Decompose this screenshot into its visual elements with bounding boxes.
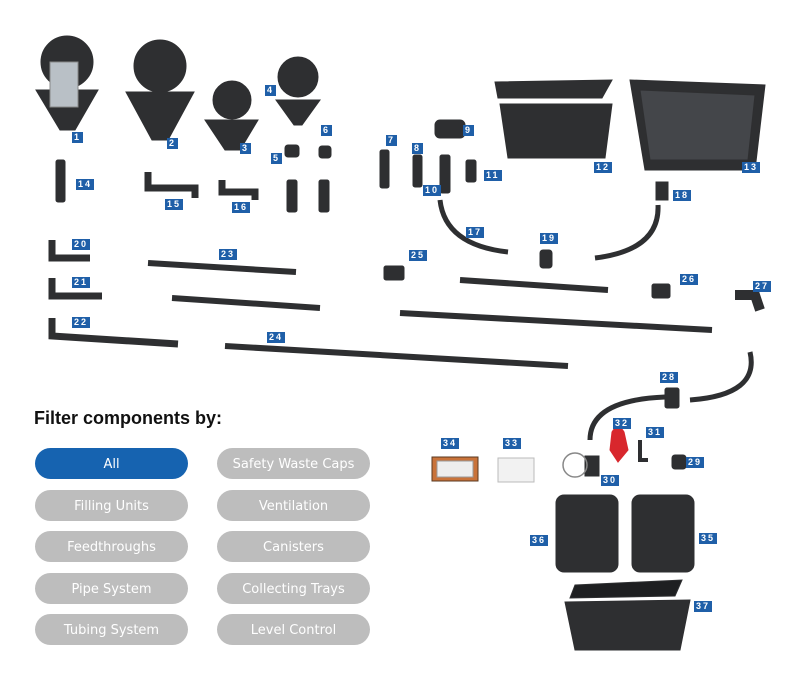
part-label-6[interactable]: 6 (321, 125, 333, 136)
part-label-33[interactable]: 33 (503, 438, 522, 449)
filter-button-feedthroughs[interactable]: Feedthroughs (35, 531, 188, 562)
part-label-37[interactable]: 37 (694, 601, 713, 612)
part-label-20[interactable]: 20 (72, 239, 91, 250)
part-label-13[interactable]: 13 (742, 162, 761, 173)
part-label-4[interactable]: 4 (265, 85, 277, 96)
part-label-17[interactable]: 17 (466, 227, 485, 238)
part-label-15[interactable]: 15 (165, 199, 184, 210)
part-label-26[interactable]: 26 (680, 274, 699, 285)
part-label-31[interactable]: 31 (646, 427, 665, 438)
part-label-8[interactable]: 8 (412, 143, 424, 154)
filter-button-canisters[interactable]: Canisters (217, 531, 370, 562)
part-label-1[interactable]: 1 (72, 132, 84, 143)
part-label-30[interactable]: 30 (601, 475, 620, 486)
part-label-21[interactable]: 21 (72, 277, 91, 288)
part-label-18[interactable]: 18 (673, 190, 692, 201)
part-3-lid (212, 80, 252, 120)
filter-button-safety-waste-caps[interactable]: Safety Waste Caps (217, 448, 370, 479)
part-label-23[interactable]: 23 (219, 249, 238, 260)
part-4-funnel (275, 99, 321, 126)
filter-button-ventilation[interactable]: Ventilation (217, 489, 370, 521)
filter-button-collecting-trays[interactable]: Collecting Trays (217, 572, 370, 604)
part-label-24[interactable]: 24 (267, 332, 286, 343)
part-label-34[interactable]: 34 (441, 438, 460, 449)
part-label-3[interactable]: 3 (240, 143, 252, 154)
part-label-16[interactable]: 16 (232, 202, 251, 213)
part-label-9[interactable]: 9 (463, 125, 475, 136)
part-label-35[interactable]: 35 (699, 533, 718, 544)
part-label-7[interactable]: 7 (386, 135, 398, 146)
part-2-funnel (125, 91, 195, 141)
part-label-27[interactable]: 27 (753, 281, 772, 292)
part-2-lid (133, 39, 187, 93)
part-label-32[interactable]: 32 (613, 418, 632, 429)
part-label-25[interactable]: 25 (409, 250, 428, 261)
part-label-22[interactable]: 22 (72, 317, 91, 328)
part-label-10[interactable]: 10 (423, 185, 442, 196)
part-label-5[interactable]: 5 (271, 153, 283, 164)
part-label-2[interactable]: 2 (167, 138, 179, 149)
part-label-28[interactable]: 28 (660, 372, 679, 383)
filter-title: Filter components by: (34, 408, 223, 428)
part-label-19[interactable]: 19 (540, 233, 559, 244)
part-label-14[interactable]: 14 (76, 179, 95, 190)
filter-button-filling-units[interactable]: Filling Units (35, 489, 188, 521)
part-label-36[interactable]: 36 (530, 535, 549, 546)
part-label-12[interactable]: 12 (594, 162, 613, 173)
part-label-11[interactable]: 11 (484, 170, 502, 181)
part-label-29[interactable]: 29 (686, 457, 705, 468)
filter-button-pipe-system[interactable]: Pipe System (35, 572, 188, 604)
filter-button-all[interactable]: All (35, 448, 188, 479)
filter-button-level-control[interactable]: Level Control (217, 614, 370, 645)
filter-button-tubing-system[interactable]: Tubing System (35, 614, 188, 645)
part-4-lid (277, 56, 319, 98)
